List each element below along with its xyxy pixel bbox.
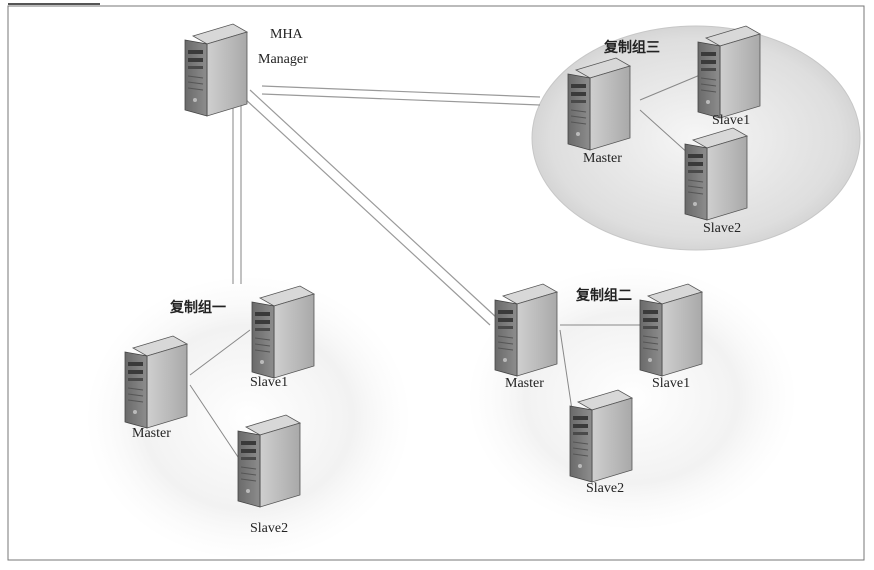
group-two-master-server-icon <box>494 283 558 377</box>
manager-label-line1: MHA <box>270 27 304 42</box>
group-three-master-slave1-line <box>639 74 701 101</box>
group-two-slave2-label: Slave2 <box>586 481 624 496</box>
manager-to-group-three-link <box>261 85 541 106</box>
manager-label-line2: Manager <box>258 52 308 67</box>
group-one-slave1-label: Slave1 <box>250 375 288 390</box>
group-one-title: 复制组一 <box>169 299 226 316</box>
group-one-master-slave2-line <box>189 384 241 461</box>
group-two-master-slave2-line <box>559 329 573 411</box>
manager-to-group-two-link <box>243 89 498 326</box>
group-three-master-slave2-line <box>639 109 691 156</box>
group-one-slave2-label: Slave2 <box>250 521 288 536</box>
group-one-master-slave1-line <box>189 329 251 376</box>
group-three-master-label: Master <box>583 151 622 166</box>
group-two-title: 复制组二 <box>575 287 632 304</box>
group-three-title: 复制组三 <box>603 39 660 56</box>
diagram-frame <box>7 5 865 561</box>
group-one-master-label: Master <box>132 426 171 441</box>
group-three-slave2-label: Slave2 <box>703 221 741 236</box>
group-three-slave1-label: Slave1 <box>712 113 750 128</box>
group-two-master-label: Master <box>505 376 544 391</box>
manager-server-icon <box>184 23 248 117</box>
group-two-slave1-label: Slave1 <box>652 376 690 391</box>
manager-to-group-one-link <box>232 88 242 284</box>
